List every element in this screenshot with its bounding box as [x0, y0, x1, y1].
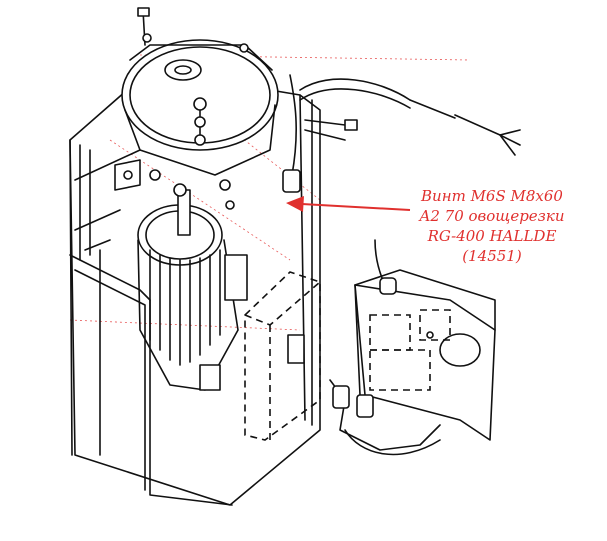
callout-arrow — [286, 196, 411, 212]
screw-stack — [137, 7, 249, 146]
power-cable — [282, 74, 521, 193]
annotation-line-1: Винт M6S M8x60 — [421, 187, 563, 205]
switch-housing-dashed — [244, 271, 321, 441]
control-box — [329, 239, 496, 456]
motor — [137, 189, 248, 391]
annotation-line-3: RG-400 HALLDE — [427, 227, 557, 245]
screw-annotation: Винт M6S M8x60 A2 70 овощерезки RG-400 H… — [392, 186, 592, 266]
mounting-brackets — [74, 149, 235, 251]
annotation-line-2: A2 70 овощерезки — [419, 207, 565, 225]
annotation-line-4: (14551) — [462, 247, 522, 265]
cutting-bowl — [121, 39, 279, 176]
